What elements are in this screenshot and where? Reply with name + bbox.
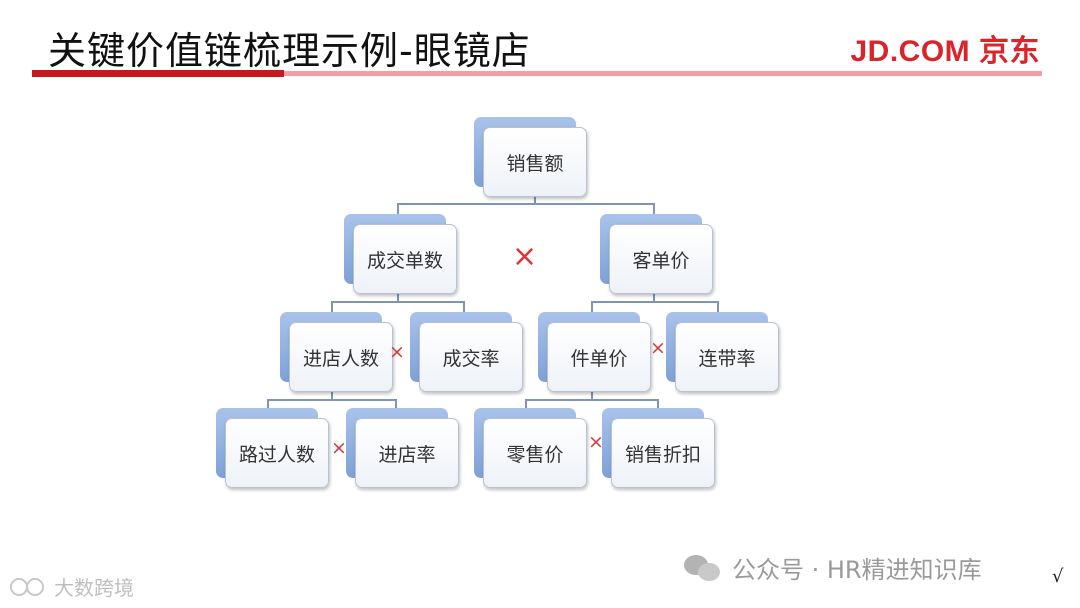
node-label: 销售折扣 (611, 418, 715, 488)
title-underline (284, 71, 1042, 76)
watermark: 大数跨境 (8, 572, 134, 601)
node-unit-price: 件单价 (538, 312, 651, 392)
page-title: 关键价值链梳理示例-眼镜店 (48, 29, 531, 73)
multiply-sign: × (512, 239, 538, 274)
node-visitors: 进店人数 (280, 312, 393, 392)
node-retail-price: 零售价 (474, 408, 587, 488)
multiply-sign: × (650, 337, 666, 359)
check-mark: √ (1052, 566, 1064, 587)
node-label: 件单价 (547, 322, 651, 392)
node-passersby: 路过人数 (216, 408, 329, 488)
node-label: 进店率 (355, 418, 459, 488)
node-label: 零售价 (483, 418, 587, 488)
node-avg-price: 客单价 (600, 214, 713, 294)
brand-logo: JD.COM 京东 (850, 35, 1040, 68)
title-underline-accent (32, 70, 284, 77)
node-entry-rate: 进店率 (346, 408, 459, 488)
multiply-sign: × (331, 437, 347, 459)
node-label: 成交单数 (353, 224, 457, 294)
node-sales: 销售额 (474, 117, 587, 197)
wechat-icon (684, 553, 724, 583)
watermark-logo-icon (8, 574, 48, 600)
multiply-sign: × (389, 341, 405, 363)
node-label: 客单价 (609, 224, 713, 294)
node-label: 连带率 (675, 322, 779, 392)
wechat-label: 公众号 · HR精进知识库 (732, 556, 982, 584)
watermark-text: 大数跨境 (54, 576, 134, 600)
node-label: 进店人数 (289, 322, 393, 392)
node-orders: 成交单数 (344, 214, 457, 294)
node-label: 路过人数 (225, 418, 329, 488)
node-discount: 销售折扣 (602, 408, 715, 488)
wechat-account: 公众号 · HR精进知识库 (684, 550, 982, 585)
node-label: 成交率 (419, 322, 523, 392)
node-conversion: 成交率 (410, 312, 523, 392)
multiply-sign: × (588, 431, 604, 453)
node-label: 销售额 (483, 127, 587, 197)
node-attach-rate: 连带率 (666, 312, 779, 392)
